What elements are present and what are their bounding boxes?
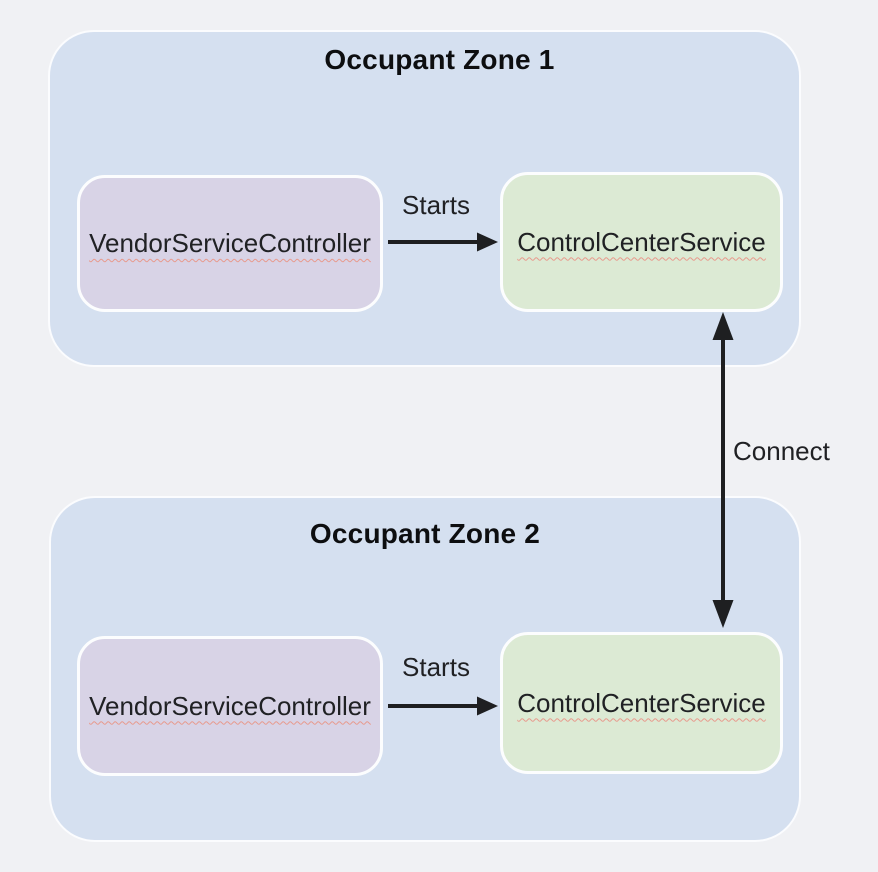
node-vendor-service-controller-2[interactable]: VendorServiceController <box>77 636 383 776</box>
zone-2-title: Occupant Zone 2 <box>309 518 541 549</box>
occupant-zone-1[interactable]: Occupant Zone 1 VendorServiceController … <box>48 30 801 367</box>
node-control-center-service-1[interactable]: ControlCenterService <box>500 172 783 312</box>
edge-label-starts-1: Starts <box>402 190 470 220</box>
edge-label-starts-2: Starts <box>402 652 470 682</box>
node-control-center-service-2[interactable]: ControlCenterService <box>500 632 783 774</box>
zone-1-title: Occupant Zone 1 <box>324 44 555 75</box>
node-label: ControlCenterService <box>517 226 766 257</box>
node-label: ControlCenterService <box>517 687 766 718</box>
node-vendor-service-controller-1[interactable]: VendorServiceController <box>77 175 383 312</box>
node-label: VendorServiceController <box>89 228 371 258</box>
occupant-zone-2[interactable]: Occupant Zone 2 VendorServiceController … <box>49 496 801 842</box>
node-label: VendorServiceController <box>89 690 371 721</box>
edge-label-connect: Connect <box>733 436 830 466</box>
